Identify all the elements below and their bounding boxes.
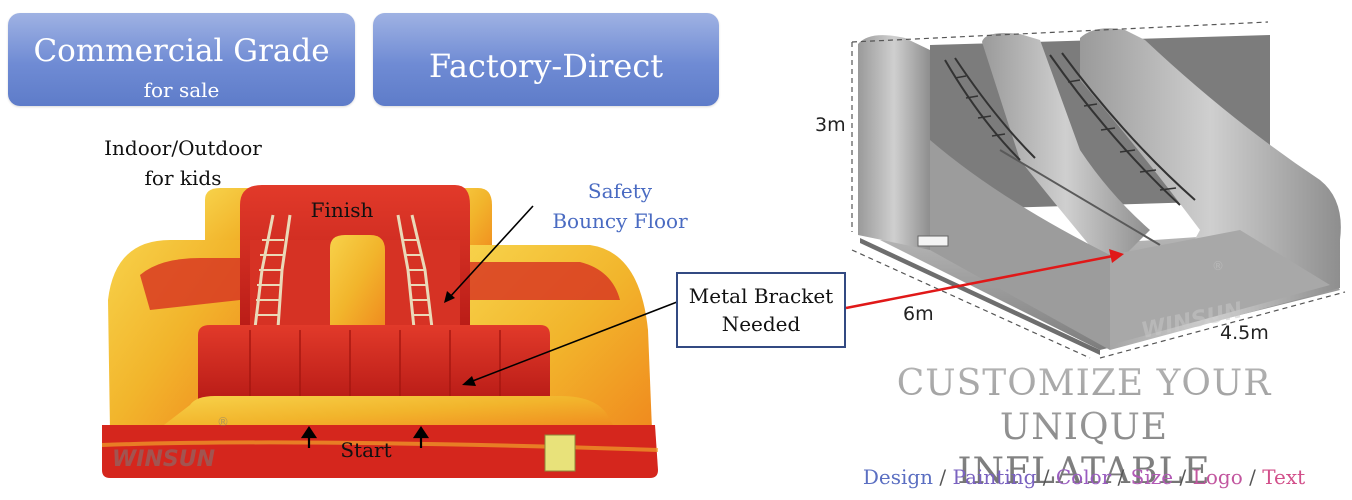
safety-bouncy-floor-label: Safety Bouncy Floor bbox=[540, 176, 700, 236]
service-separator: / bbox=[1173, 465, 1193, 489]
height-dimension: 3m bbox=[815, 114, 846, 136]
safety-pointer-arrowhead bbox=[444, 291, 455, 303]
winsun-logo-left: WINSUN ® bbox=[112, 415, 229, 472]
red-inflatable-photo bbox=[101, 185, 659, 478]
for-sale-text: for sale bbox=[143, 78, 220, 102]
service-item: Logo bbox=[1192, 465, 1243, 489]
commercial-grade-text: Commercial Grade bbox=[33, 33, 330, 69]
factory-direct-badge: Factory-Direct bbox=[373, 13, 719, 106]
service-item: Design bbox=[862, 465, 934, 489]
indoor-outdoor-label: Indoor/Outdoor for kids bbox=[88, 133, 278, 193]
service-item: Painting bbox=[952, 465, 1037, 489]
needed-line: Needed bbox=[721, 312, 801, 336]
services-list: Design / Painting / Color / Size / Logo … bbox=[820, 462, 1348, 492]
registered-mark-left: ® bbox=[217, 415, 229, 429]
bracket-pointer-arrowhead bbox=[462, 376, 476, 386]
metal-bracket-callout: Metal Bracket Needed bbox=[676, 272, 846, 348]
width-dimension: 4.5m bbox=[1220, 322, 1269, 344]
service-item: Size bbox=[1130, 465, 1174, 489]
factory-direct-text: Factory-Direct bbox=[428, 47, 664, 85]
red-connector-arrowhead bbox=[1109, 249, 1124, 263]
service-separator: / bbox=[1036, 465, 1056, 489]
commercial-grade-badge: Commercial Grade for sale bbox=[8, 13, 355, 106]
start-label: Start bbox=[340, 438, 392, 462]
safety-pointer-line bbox=[448, 205, 534, 299]
service-item: Text bbox=[1262, 465, 1306, 489]
for-kids-line: for kids bbox=[144, 166, 222, 190]
bouncy-floor-line: Bouncy Floor bbox=[552, 209, 688, 233]
gray-3d-model bbox=[851, 21, 1346, 359]
start-arrows bbox=[300, 426, 430, 448]
metal-bracket-line: Metal Bracket bbox=[688, 284, 834, 308]
headline-line-1: CUSTOMIZE YOUR UNIQUE bbox=[896, 363, 1272, 448]
service-separator: / bbox=[1242, 465, 1263, 489]
finish-label: Finish bbox=[310, 198, 374, 222]
length-dimension: 6m bbox=[903, 303, 934, 325]
winsun-logo-left-text: WINSUN bbox=[112, 447, 215, 472]
service-separator: / bbox=[1111, 465, 1131, 489]
indoor-outdoor-line: Indoor/Outdoor bbox=[104, 136, 262, 160]
safety-line: Safety bbox=[587, 179, 653, 203]
service-item: Color bbox=[1055, 465, 1112, 489]
bracket-pointer-line bbox=[469, 301, 678, 383]
service-separator: / bbox=[933, 465, 953, 489]
red-connector-arrow-line bbox=[845, 254, 1114, 310]
registered-mark-right: ® bbox=[1212, 259, 1224, 273]
